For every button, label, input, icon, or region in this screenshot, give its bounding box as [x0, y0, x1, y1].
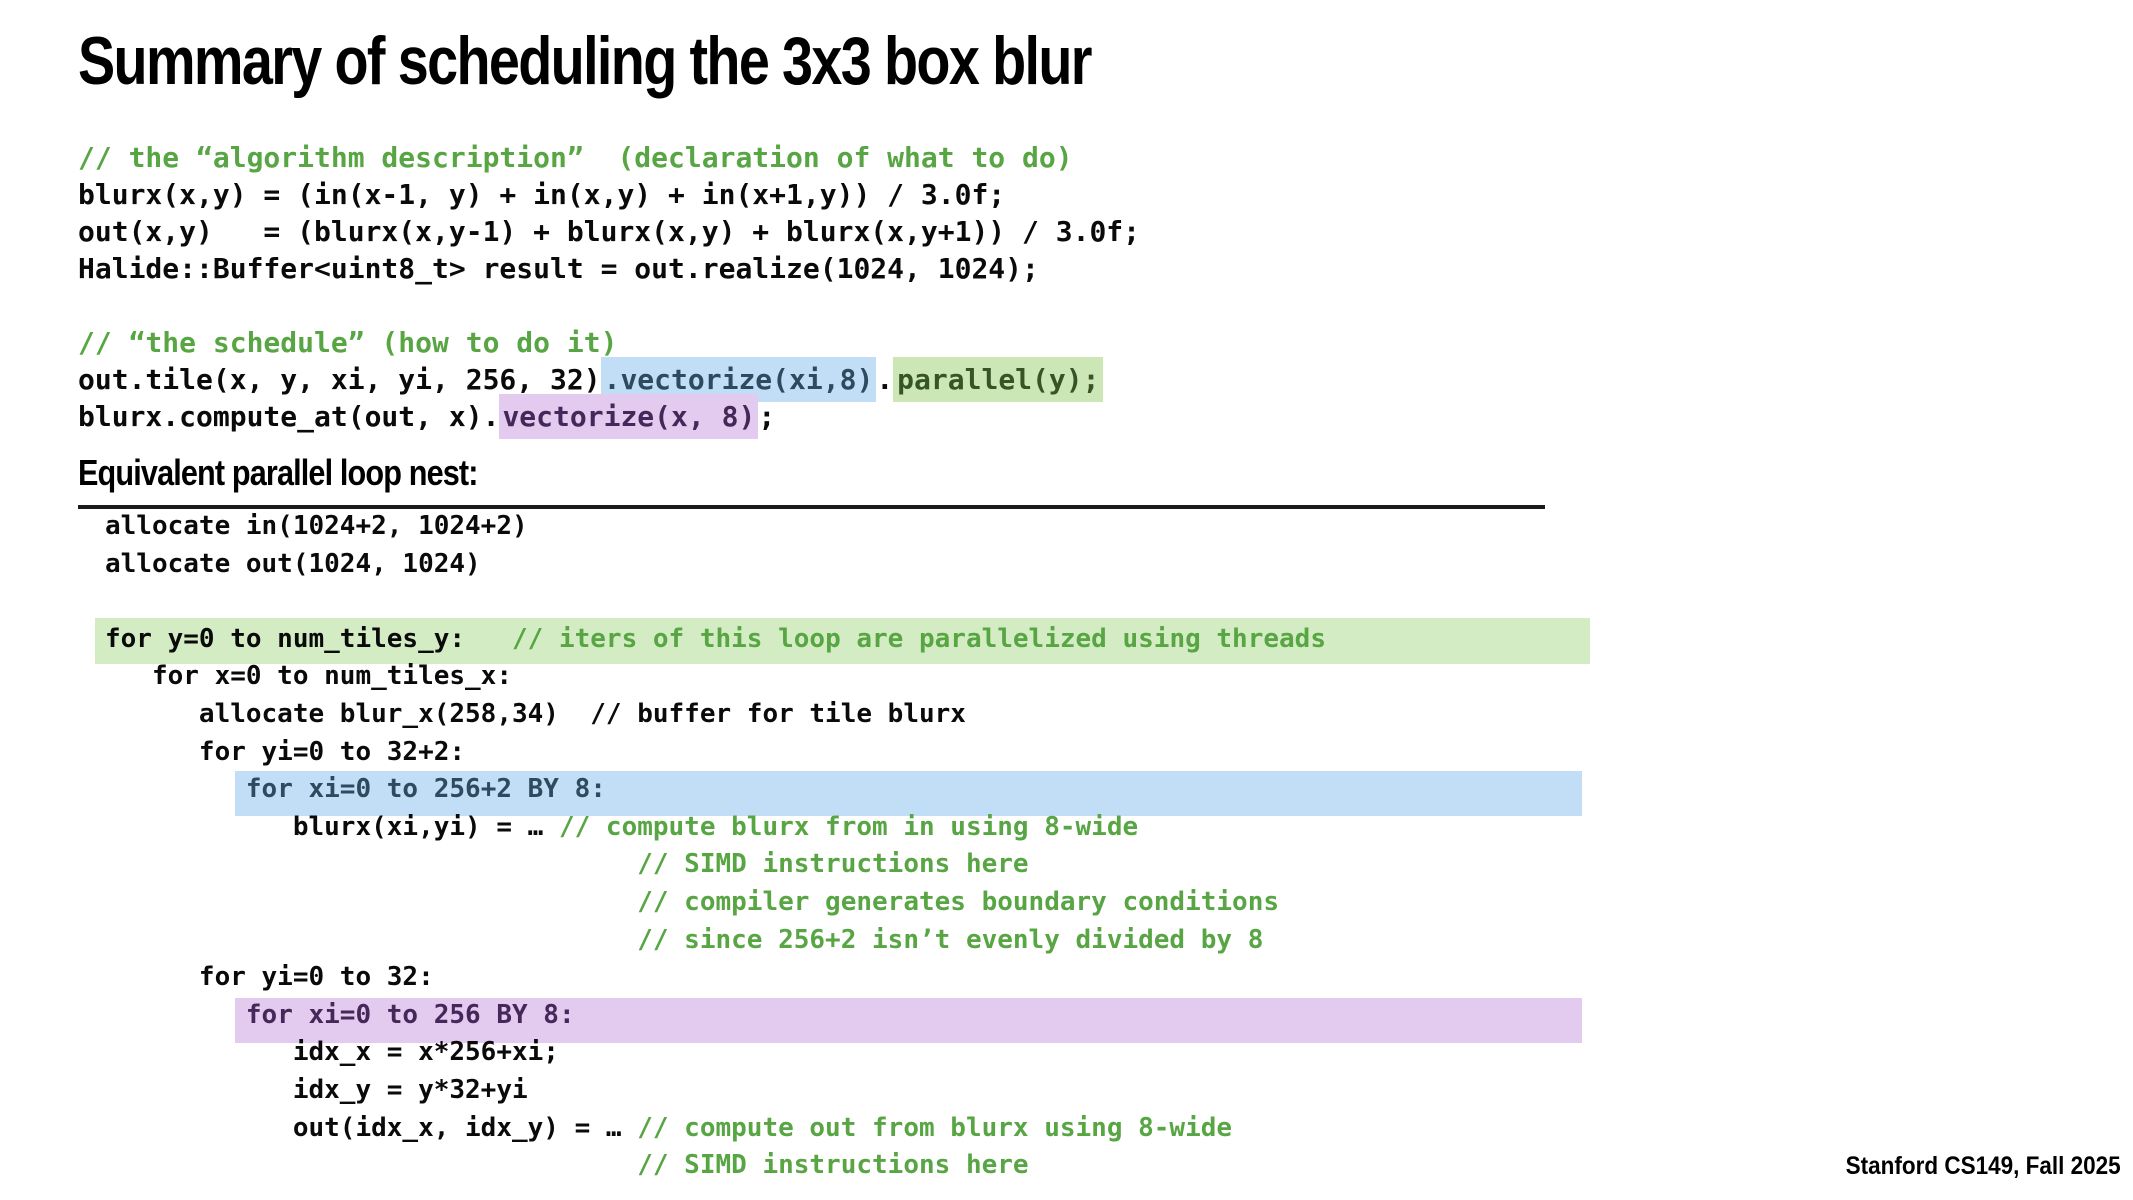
loop-nest-line: for y=0 to num_tiles_y: // iters of this… [105, 621, 1326, 659]
code-segment: for xi=0 to 256 BY 8: [245, 999, 575, 1030]
code-segment: allocate out(1024, 1024) [105, 548, 481, 579]
section-divider [78, 505, 1545, 509]
code-comment: // compute out from blurx using 8-wide [637, 1112, 1233, 1143]
loop-nest-line: out(idx_x, idx_y) = … // compute out fro… [105, 1110, 1326, 1148]
loop-nest-line: for yi=0 to 32: [105, 959, 1326, 997]
code-segment: allocate in(1024+2, 1024+2) [105, 511, 528, 541]
page-title: Summary of scheduling the 3x3 box blur [78, 23, 1092, 99]
loop-nest-line: allocate out(1024, 1024) [105, 546, 1326, 584]
loop-nest-line [105, 583, 1326, 621]
course-footer: Stanford CS149, Fall 2025 [1845, 1152, 2121, 1180]
loop-nest-line: allocate blur_x(258,34) // buffer for ti… [105, 696, 1326, 734]
code-segment: for x=0 to num_tiles_x: [105, 661, 512, 692]
loop-nest-line: for yi=0 to 32+2: [105, 734, 1326, 772]
loop-nest-line: // since 256+2 isn’t evenly divided by 8 [105, 922, 1326, 960]
code-segment [105, 1150, 637, 1180]
section-heading: Equivalent parallel loop nest: [78, 452, 478, 493]
vectorize-xi-loop-highlight-bar [235, 771, 1582, 816]
algorithm-comment: // the “algorithm description” (declarat… [78, 141, 1073, 174]
schedule-compute-at-prefix: blurx.compute_at(out, x). [78, 400, 500, 433]
loop-nest-line: idx_y = y*32+yi [105, 1072, 1326, 1110]
code-segment: for y=0 to num_tiles_y: [105, 623, 512, 654]
code-comment: // since 256+2 isn’t evenly divided by 8 [637, 924, 1264, 955]
algorithm-line-blurx: blurx(x,y) = (in(x-1, y) + in(x,y) + in(… [78, 178, 1006, 211]
code-segment [105, 849, 637, 879]
code-segment: blurx(xi,yi) = … [105, 811, 559, 842]
code-segment: allocate blur_x(258,34) // buffer for ti… [105, 698, 966, 729]
vectorize-x-loop-highlight-bar [235, 998, 1582, 1043]
code-segment: for yi=0 to 32+2: [105, 736, 466, 767]
code-segment: idx_y = y*32+yi [105, 1074, 528, 1105]
code-segment [105, 925, 637, 955]
code-comment: // SIMD instructions here [637, 849, 1029, 880]
code-segment: for xi=0 to 256+2 BY 8: [245, 774, 606, 805]
code-segment [105, 774, 246, 804]
loop-nest-code: allocate in(1024+2, 1024+2) allocate out(… [105, 508, 1326, 1185]
loop-nest-line: blurx(xi,yi) = … // compute blurx from i… [105, 809, 1326, 847]
schedule-semicolon: ; [758, 400, 776, 433]
loop-nest-line: for xi=0 to 256+2 BY 8: [105, 771, 1326, 809]
code-comment: // SIMD instructions here [637, 1150, 1029, 1181]
parallel-loop-highlight-bar [95, 618, 1590, 664]
schedule-dot: . [876, 363, 894, 396]
schedule-parallel-y-highlight: parallel(y); [893, 357, 1104, 402]
loop-nest-line: // compiler generates boundary condition… [105, 884, 1326, 922]
code-segment: out(idx_x, idx_y) = … [105, 1112, 638, 1143]
loop-nest-line: for xi=0 to 256 BY 8: [105, 997, 1326, 1035]
code-segment: idx_x = x*256+xi; [105, 1037, 559, 1068]
schedule-tile-prefix: out.tile(x, y, xi, yi, 256, 32) [78, 363, 601, 396]
code-segment: for yi=0 to 32: [105, 962, 434, 993]
algorithm-line-out: out(x,y) = (blurx(x,y-1) + blurx(x,y) + … [78, 215, 1141, 248]
loop-nest-line: // SIMD instructions here [105, 1147, 1326, 1185]
loop-nest-line: idx_x = x*256+xi; [105, 1034, 1326, 1072]
schedule-comment: // “the schedule” (how to do it) [78, 326, 618, 359]
code-comment: // compiler generates boundary condition… [637, 886, 1280, 917]
algorithm-line-realize: Halide::Buffer<uint8_t> result = out.rea… [78, 252, 1039, 285]
code-comment: // iters of this loop are parallelized u… [512, 623, 1326, 654]
algorithm-and-schedule-code: // the “algorithm description” (declarat… [78, 139, 1141, 439]
code-segment [105, 1000, 246, 1030]
schedule-vectorize-x-highlight: vectorize(x, 8) [499, 394, 759, 439]
code-segment [105, 887, 637, 917]
loop-nest-line: allocate in(1024+2, 1024+2) [105, 508, 1326, 546]
loop-nest-line: for x=0 to num_tiles_x: [105, 658, 1326, 696]
code-comment: // compute blurx from in using 8-wide [558, 811, 1139, 842]
loop-nest-line: // SIMD instructions here [105, 846, 1326, 884]
code-segment [105, 586, 121, 616]
